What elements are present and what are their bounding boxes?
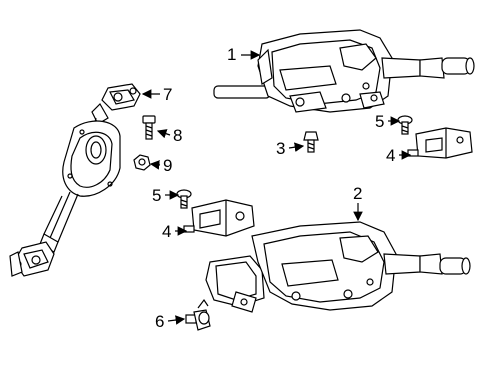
leader-8 — [156, 129, 171, 139]
screw-part-5-right — [397, 115, 413, 135]
screw-part-3 — [303, 131, 319, 153]
leader-lines — [141, 50, 412, 325]
intermediate-shaft-assembly — [9, 83, 141, 277]
steering-column-part-1 — [213, 29, 475, 113]
callout-2: 2 — [353, 184, 363, 203]
module-part-4-left — [183, 199, 255, 237]
callout-3: 3 — [276, 139, 286, 158]
callout-8: 8 — [173, 126, 183, 145]
callout-6: 6 — [155, 312, 165, 331]
bolt-part-8 — [142, 115, 156, 140]
screw-part-5-left — [176, 189, 192, 209]
callout-9: 9 — [163, 156, 173, 175]
leader-3 — [288, 142, 305, 152]
callout-1: 1 — [227, 45, 237, 64]
callout-5-right: 5 — [375, 112, 385, 131]
steering-column-part-2 — [205, 221, 471, 313]
leader-6 — [167, 315, 186, 325]
callout-4-right: 4 — [386, 146, 396, 165]
module-part-4-right — [407, 127, 473, 159]
leader-9 — [149, 160, 161, 170]
callout-7: 7 — [163, 85, 173, 104]
nut-part-9 — [133, 154, 151, 171]
callout-4-left: 4 — [162, 222, 172, 241]
callout-5-left: 5 — [152, 186, 162, 205]
sensor-part-6 — [185, 298, 211, 331]
